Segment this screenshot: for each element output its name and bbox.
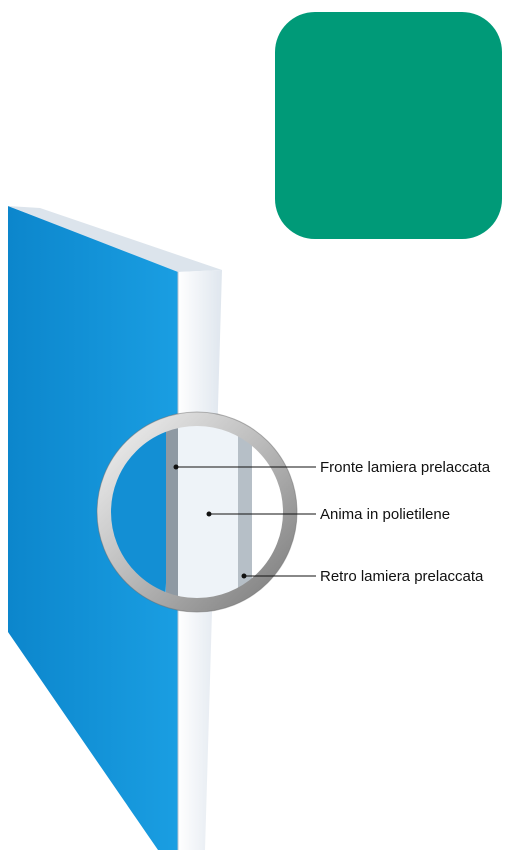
panel-top-edge <box>8 206 222 272</box>
callout-back: Retro lamiera prelaccata <box>241 568 484 585</box>
magnifier-ring <box>97 412 297 612</box>
panel-front-face <box>8 206 178 850</box>
callout-label-front: Fronte lamiera prelaccata <box>320 459 491 476</box>
green-color-swatch <box>275 12 502 239</box>
callout-label-back: Retro lamiera prelaccata <box>320 568 484 585</box>
front-sheet-section <box>166 422 178 602</box>
callout-core: Anima in polietilene <box>206 506 450 523</box>
callout-front: Fronte lamiera prelaccata <box>173 459 491 476</box>
callout-label-core: Anima in polietilene <box>320 506 450 523</box>
